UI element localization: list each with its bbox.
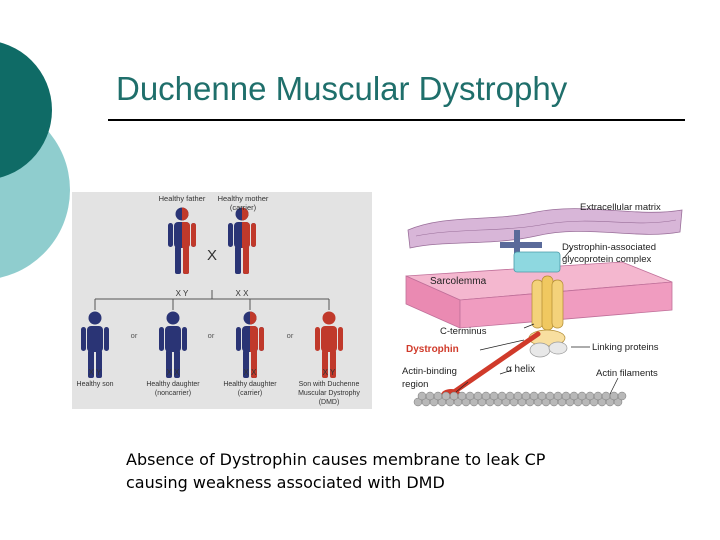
slide-title: Duchenne Muscular Dystrophy bbox=[116, 70, 568, 107]
glycoprotein-bar bbox=[500, 242, 542, 248]
title-underline bbox=[108, 119, 685, 121]
linking-proteins-cluster bbox=[528, 275, 568, 358]
dystrophin-membrane-diagram: Extracellular matrix Dystrophin-associat… bbox=[402, 202, 683, 407]
actin-binding-label-2: region bbox=[402, 379, 428, 390]
father-chromosomes: X Y bbox=[176, 289, 189, 298]
linking-proteins-label: Linking proteins bbox=[592, 342, 659, 353]
alpha-helix-label: α helix bbox=[506, 364, 535, 375]
extracellular-matrix-label: Extracellular matrix bbox=[580, 202, 661, 213]
child-2-label: Healthy daughter bbox=[146, 381, 200, 388]
child-4-sublabel: Muscular Dystrophy bbox=[298, 390, 360, 397]
actin-binding-label-1: Actin-binding bbox=[402, 366, 457, 377]
child-3-label: Healthy daughter bbox=[223, 381, 277, 388]
or-label-2: or bbox=[208, 331, 215, 340]
caption-line-1: Absence of Dystrophin causes membrane to… bbox=[126, 450, 546, 469]
cross-symbol: X bbox=[207, 247, 217, 264]
father-label: Healthy father bbox=[159, 194, 206, 203]
mother-sub-label: (carrier) bbox=[230, 203, 257, 212]
child-3-chromosomes: X X bbox=[244, 368, 258, 377]
actin-filaments-label: Actin filaments bbox=[596, 368, 658, 379]
mother-chromosomes: X X bbox=[236, 289, 250, 298]
glycoprotein-stalk bbox=[514, 230, 520, 270]
mother-figure bbox=[228, 207, 256, 274]
child-3-sublabel: (carrier) bbox=[238, 390, 263, 397]
actin-filament bbox=[413, 391, 627, 407]
or-label-3: or bbox=[287, 331, 294, 340]
sarcolemma-label: Sarcolemma bbox=[430, 276, 487, 287]
c-terminus-label: C-terminus bbox=[440, 326, 487, 337]
pedigree-lines bbox=[94, 290, 330, 310]
dapc-label-line2: glycoprotein complex bbox=[562, 254, 651, 265]
child-2-chromosomes: X X bbox=[167, 368, 181, 377]
child-2-sublabel: (noncarrier) bbox=[155, 390, 191, 397]
dapc-label-line1: Dystrophin-associated bbox=[562, 242, 656, 253]
father-figure bbox=[168, 207, 196, 274]
dystrophin-label: Dystrophin bbox=[406, 344, 459, 355]
or-label-1: or bbox=[131, 331, 138, 340]
glycoprotein-box bbox=[513, 251, 561, 273]
extracellular-matrix-band bbox=[407, 208, 683, 249]
label-pointers bbox=[455, 247, 619, 395]
child-4-chromosomes: X Y bbox=[323, 368, 336, 377]
decorative-circles bbox=[0, 42, 70, 278]
child-1-chromosomes: X Y bbox=[89, 368, 102, 377]
caption-line-2: causing weakness associated with DMD bbox=[126, 473, 445, 492]
mother-label: Healthy mother bbox=[218, 194, 269, 203]
child-4-label: Son with Duchenne bbox=[299, 381, 360, 388]
child-1-label: Healthy son bbox=[77, 381, 114, 388]
slide-caption: Absence of Dystrophin causes membrane to… bbox=[126, 448, 646, 494]
inheritance-diagram: Healthy father Healthy mother (carrier) … bbox=[72, 192, 372, 409]
sarcolemma-side bbox=[459, 281, 673, 329]
child-4-sublabel-2: (DMD) bbox=[319, 399, 340, 406]
